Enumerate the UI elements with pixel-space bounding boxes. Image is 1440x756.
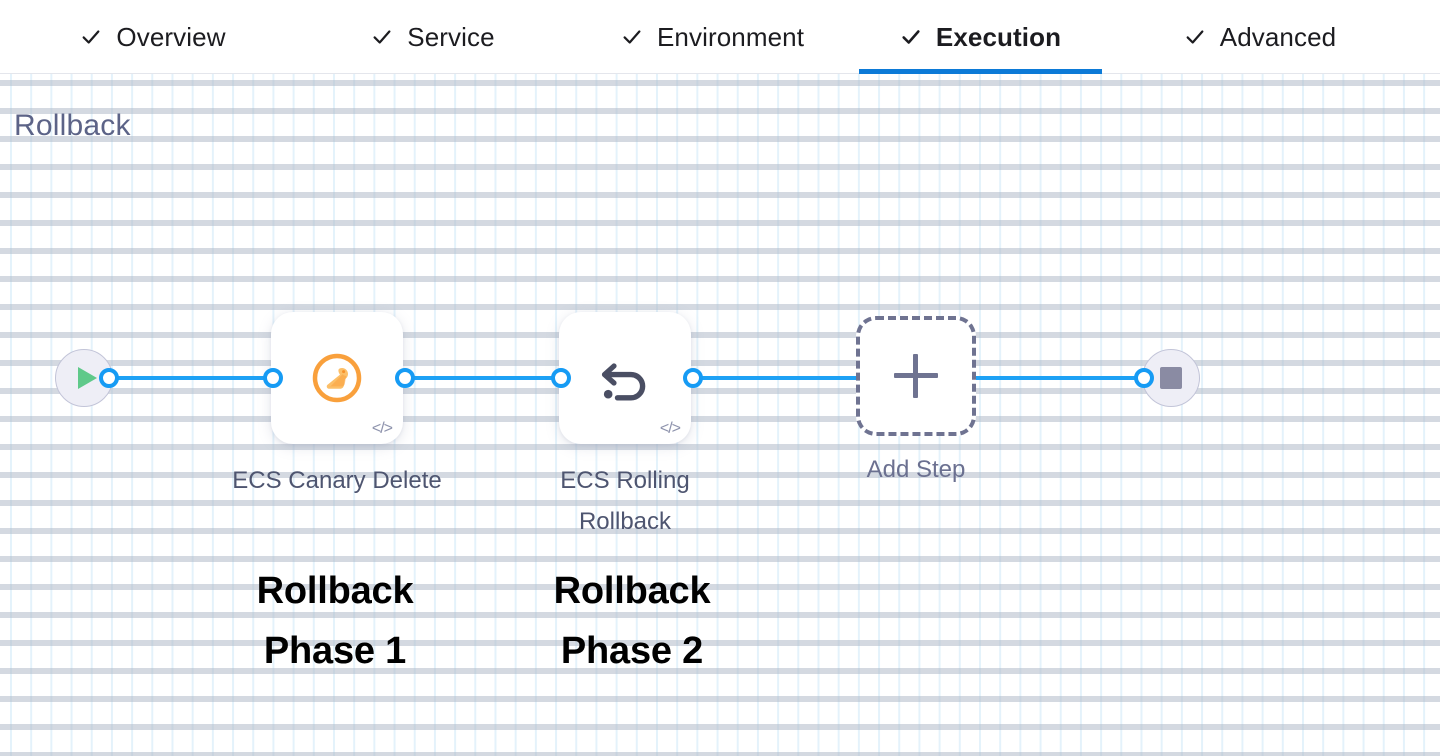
check-icon — [373, 30, 391, 44]
add-step-button[interactable] — [856, 316, 976, 436]
annotation-line-1: Rollback — [553, 570, 711, 612]
section-title: Rollback — [14, 109, 131, 142]
annotation-line-2: Phase 1 — [263, 630, 407, 673]
wizard-tab-bar: Overview Service Environment Execution A… — [0, 0, 1440, 74]
tab-environment[interactable]: Environment — [580, 0, 845, 74]
plus-icon — [894, 354, 938, 398]
check-icon — [623, 30, 641, 44]
add-step-label: Add Step — [866, 456, 966, 483]
tab-advanced-label: Advanced — [1219, 21, 1337, 52]
step-label-ecs-canary-delete: ECS Canary Delete — [232, 467, 442, 494]
port-step1-in[interactable] — [263, 368, 283, 388]
annotation-line-2: Phase 2 — [560, 630, 704, 673]
tab-service[interactable]: Service — [318, 0, 548, 74]
step-node-ecs-canary-delete[interactable]: </> — [271, 312, 403, 444]
code-glyph-icon: </> — [371, 420, 393, 437]
check-icon — [82, 30, 100, 44]
port-end-in[interactable] — [1134, 368, 1154, 388]
code-glyph-icon: </> — [659, 420, 681, 437]
connector-step2-to-addstep — [676, 376, 886, 380]
step-label-ecs-rolling-rollback: ECS Rolling Rollback — [560, 467, 690, 536]
port-step1-out[interactable] — [395, 368, 415, 388]
annotation-line-1: Rollback — [256, 570, 414, 612]
tab-service-label: Service — [407, 21, 495, 52]
port-step2-in[interactable] — [551, 368, 571, 388]
annotation-rollback-phase-2: Rollback Phase 2 — [502, 561, 762, 681]
tab-environment-label: Environment — [656, 21, 805, 52]
connector-step1-to-step2 — [388, 376, 588, 380]
check-icon — [1186, 30, 1204, 44]
stop-icon — [1160, 367, 1182, 389]
play-icon — [77, 367, 97, 389]
annotation-rollback-phase-1: Rollback Phase 1 — [205, 561, 465, 681]
connector-start-to-step1 — [100, 376, 300, 380]
port-step2-out[interactable] — [683, 368, 703, 388]
rollback-undo-icon — [559, 312, 691, 444]
tab-active-underline — [859, 69, 1102, 74]
connector-addstep-to-end — [960, 376, 1160, 380]
tab-advanced[interactable]: Advanced — [1140, 0, 1380, 74]
ecs-canary-delete-icon — [271, 312, 403, 444]
tab-overview-label: Overview — [116, 21, 226, 52]
step-node-ecs-rolling-rollback[interactable]: </> — [559, 312, 691, 444]
check-icon — [902, 30, 920, 44]
port-start-out[interactable] — [99, 368, 119, 388]
tab-overview[interactable]: Overview — [38, 0, 268, 74]
tab-execution[interactable]: Execution — [859, 0, 1102, 74]
rollback-flow-graph: </> ECS Canary Delete </> ECS Rolling Ro… — [0, 74, 1440, 756]
tab-execution-label: Execution — [935, 21, 1062, 52]
pipeline-canvas[interactable]: Rollback </> ECS Canary Delete — [0, 74, 1440, 756]
